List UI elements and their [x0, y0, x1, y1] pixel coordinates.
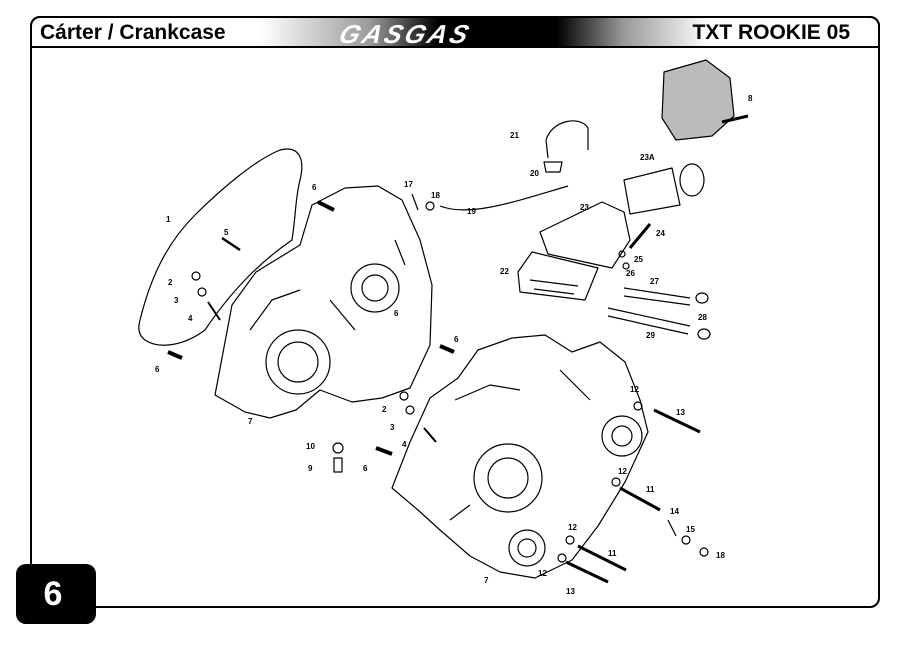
gasket-outline — [138, 148, 303, 346]
washer-15 — [681, 535, 691, 545]
part-label-7-right: 7 — [484, 576, 489, 585]
part-label-13-bottom: 13 — [566, 587, 575, 596]
stud-4-center — [423, 427, 437, 443]
part-label-17: 17 — [404, 180, 413, 189]
part-label-6-left: 6 — [155, 365, 160, 374]
washer-12-top — [633, 401, 643, 411]
right-bore-upper — [601, 415, 643, 457]
part-label-12-low: 12 — [568, 523, 577, 532]
breather-hose — [439, 185, 569, 211]
part-label-11-bottom: 11 — [608, 549, 617, 558]
page-title: Cárter / Crankcase — [40, 21, 226, 44]
part-label-3-center: 3 — [390, 423, 395, 432]
part-label-22: 22 — [500, 267, 509, 276]
part-label-12-bottom: 12 — [538, 569, 547, 578]
hose-clamp-23a — [679, 163, 705, 197]
washer-26 — [622, 262, 630, 270]
part-label-23: 23 — [580, 203, 589, 212]
part-label-24: 24 — [656, 229, 665, 238]
reed-valve-block — [517, 251, 599, 301]
vent-hose-27 — [623, 287, 691, 306]
part-label-8: 8 — [748, 94, 753, 103]
part-label-13-top: 13 — [676, 408, 685, 417]
intake-manifold — [539, 201, 631, 269]
part-label-20: 20 — [530, 169, 539, 178]
part-label-19: 19 — [467, 207, 476, 216]
part-label-23a: 23A — [640, 153, 655, 162]
page-tab — [16, 564, 96, 624]
screw-18-bottom — [699, 547, 709, 557]
part-label-27: 27 — [650, 277, 659, 286]
right-bore-lower — [508, 529, 546, 567]
vent-hose-29 — [607, 307, 691, 335]
nut-2-left — [191, 271, 201, 281]
part-label-14: 14 — [670, 507, 679, 516]
part-label-26: 26 — [626, 269, 635, 278]
part-label-28: 28 — [698, 313, 707, 322]
model-name: TXT ROOKIE 05 — [692, 21, 850, 44]
bolt-24 — [628, 223, 652, 249]
part-label-6-mid: 6 — [394, 309, 399, 318]
part-label-4-center: 4 — [402, 440, 407, 449]
washer-10 — [332, 442, 344, 454]
stud-4-left — [207, 301, 221, 321]
bolt-11-top — [619, 486, 661, 512]
part-label-6-top: 6 — [312, 183, 317, 192]
part-label-15: 15 — [686, 525, 695, 534]
left-crankcase-half — [214, 185, 433, 419]
diagram-frame — [30, 16, 880, 608]
breather-cap — [543, 161, 563, 173]
part-label-1: 1 — [166, 215, 171, 224]
breather-clip — [545, 120, 589, 159]
part-label-11-top: 11 — [646, 485, 655, 494]
part-label-21: 21 — [510, 131, 519, 140]
washer-12-bottom — [557, 553, 567, 563]
clamp-18-top — [425, 201, 435, 211]
stud-5 — [221, 236, 241, 252]
part-label-2-center: 2 — [382, 405, 387, 414]
part-label-18-bottom: 18 — [716, 551, 725, 560]
part-label-18-top: 18 — [431, 191, 440, 200]
part-label-10: 10 — [306, 442, 315, 451]
dowel-6-bottom — [375, 446, 393, 456]
washer-12-low — [565, 535, 575, 545]
header-bar: Cárter / Crankcase GASGAS TXT ROOKIE 05 — [30, 16, 880, 48]
intake-boot — [623, 167, 681, 215]
carburetor — [661, 59, 735, 141]
dowel-6-center — [439, 344, 455, 354]
right-crank-bore — [473, 443, 543, 513]
bracket-14 — [667, 519, 677, 537]
washer-25 — [618, 250, 626, 258]
dowel-6-left — [167, 350, 183, 360]
hose-clamp-28-bottom — [697, 328, 711, 340]
part-label-3-left: 3 — [174, 296, 179, 305]
part-label-29: 29 — [646, 331, 655, 340]
bolt-9 — [333, 457, 343, 473]
nut-3-left — [197, 287, 207, 297]
part-label-12-top: 12 — [630, 385, 639, 394]
washer-12-mid — [611, 477, 621, 487]
part-label-12-mid: 12 — [618, 467, 627, 476]
left-crank-bore — [265, 329, 331, 395]
nut-3-center — [405, 405, 415, 415]
right-crankcase-half — [391, 334, 649, 579]
part-label-25: 25 — [634, 255, 643, 264]
dowel-6-top — [317, 200, 335, 212]
nut-2-center — [399, 391, 409, 401]
part-label-9: 9 — [308, 464, 313, 473]
part-label-5: 5 — [224, 228, 229, 237]
bolt-13-bottom — [565, 560, 609, 584]
left-secondary-bore — [350, 263, 400, 313]
hose-clamp-28-top — [695, 292, 709, 304]
bolt-11-bottom — [577, 544, 627, 572]
fitting-17 — [411, 193, 419, 211]
part-label-6-center: 6 — [454, 335, 459, 344]
part-label-4-left: 4 — [188, 314, 193, 323]
part-label-2-left: 2 — [168, 278, 173, 287]
part-label-6-bottom: 6 — [363, 464, 368, 473]
page-number: 6 — [43, 575, 63, 613]
bolt-13-top — [653, 408, 701, 434]
part-label-7-left: 7 — [248, 417, 253, 426]
